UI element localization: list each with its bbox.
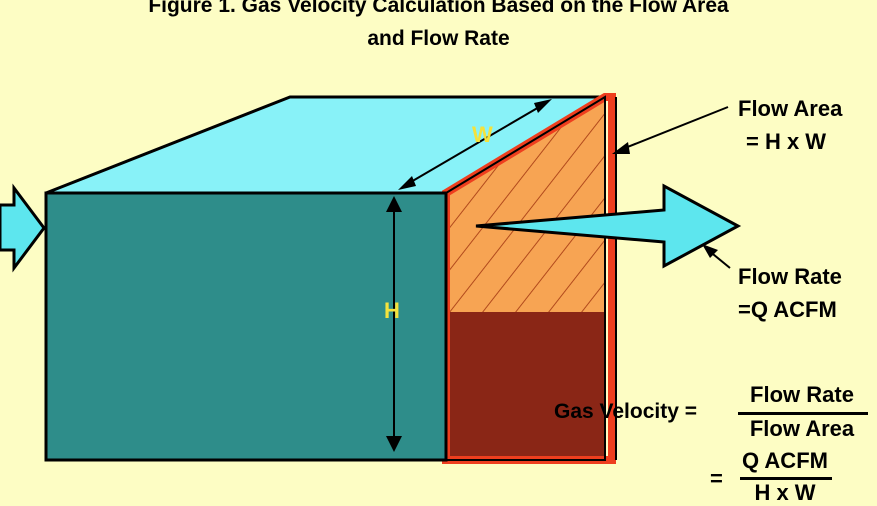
figure-title-line2: and Flow Rate <box>367 27 510 50</box>
equation-denominator-2: H x W <box>754 480 816 505</box>
fraction-bar-1 <box>738 412 868 415</box>
flow-rate-arrow <box>475 183 742 269</box>
equation-denominator-1: Flow Area <box>749 416 855 441</box>
figure-title-line1: Figure 1. Gas Velocity Calculation Based… <box>148 0 729 17</box>
flow-area-formula: = H x W <box>746 129 827 154</box>
flow-area-label: Flow Area <box>738 96 843 121</box>
height-label: H <box>384 298 400 323</box>
flow-area-leader <box>612 106 729 154</box>
fraction-bar-2 <box>740 477 832 480</box>
duct-front-face <box>44 191 448 462</box>
width-label: W <box>472 122 493 147</box>
width-dimension-arrow <box>398 99 552 190</box>
flow-area-cross-section <box>446 97 605 312</box>
height-dimension-arrow <box>386 196 402 452</box>
flow-rate-label: Flow Rate <box>738 264 842 289</box>
flow-rate-leader <box>702 244 731 269</box>
equation-numerator-1: Flow Rate <box>750 382 854 407</box>
inlet-arrow <box>0 183 46 273</box>
equation-equals-2: = <box>710 466 723 491</box>
gas-velocity-lhs: Gas Velocity = <box>554 400 698 423</box>
flow-rate-formula: =Q ACFM <box>738 297 837 322</box>
equation-numerator-2: Q ACFM <box>742 448 828 473</box>
